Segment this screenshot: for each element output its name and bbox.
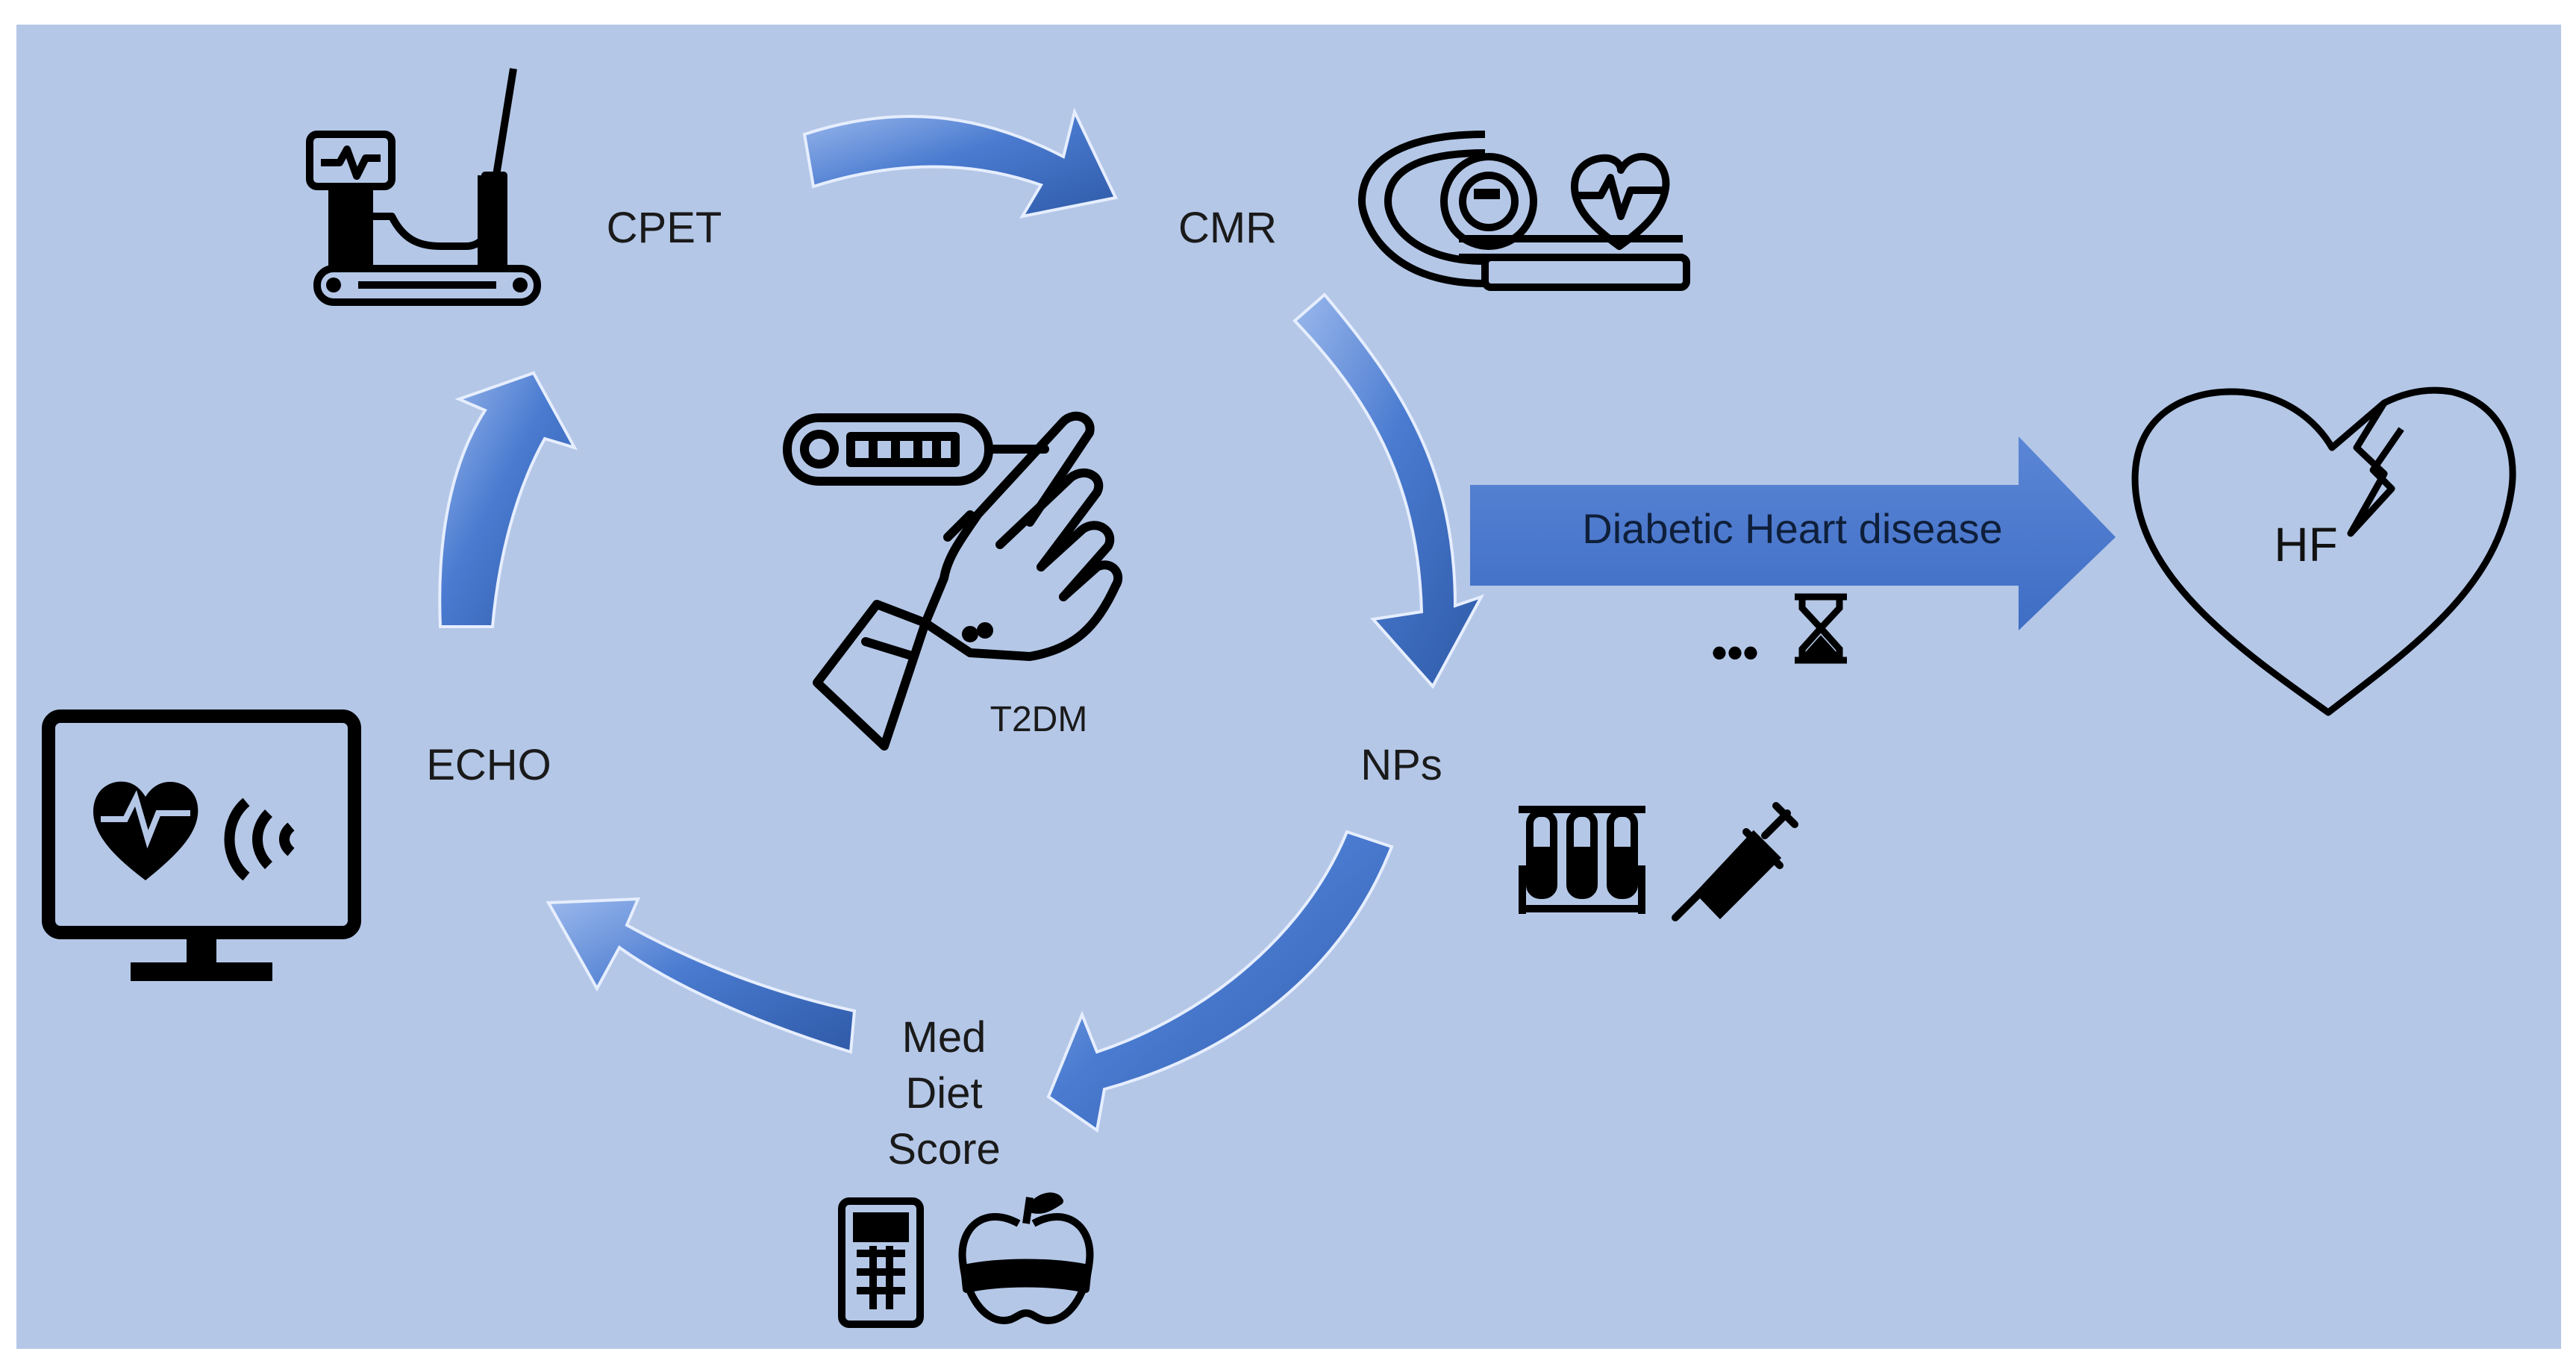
diabetic-heart-disease-label: Diabetic Heart disease bbox=[1582, 505, 2002, 552]
glucose-test-hand-icon bbox=[783, 411, 1123, 751]
syringe-icon bbox=[1672, 802, 1798, 921]
med-diet-label-line1: Med bbox=[902, 1013, 987, 1062]
echo-monitor-icon bbox=[42, 709, 361, 981]
heart-pulse-icon bbox=[1571, 153, 1670, 250]
cpet-label: CPET bbox=[607, 204, 722, 252]
ellipsis-text: ••• bbox=[1711, 627, 1758, 677]
cmr-label: CMR bbox=[1178, 204, 1277, 252]
treadmill-icon bbox=[306, 68, 541, 306]
progression-arrow bbox=[1470, 436, 2116, 630]
calculator-icon bbox=[838, 1197, 924, 1328]
cycle-arrow-meddiet-to-echo bbox=[545, 897, 857, 1054]
echo-label: ECHO bbox=[426, 741, 551, 789]
nps-label: NPs bbox=[1360, 741, 1442, 789]
broken-heart-icon bbox=[2131, 386, 2516, 716]
cycle-arrow-cpet-to-cmr bbox=[802, 107, 1118, 219]
apple-measure-icon bbox=[958, 1192, 1094, 1324]
hourglass-icon bbox=[1795, 593, 1847, 664]
test-tubes-icon bbox=[1519, 806, 1645, 914]
cycle-arrow-echo-to-cpet bbox=[438, 371, 578, 628]
hf-label: HF bbox=[2274, 518, 2337, 571]
mri-scanner-icon bbox=[1357, 131, 1690, 291]
med-diet-label-line2: Diet bbox=[905, 1069, 982, 1118]
cycle-arrow-nps-to-meddiet bbox=[1046, 830, 1394, 1133]
cycle-arrow-cmr-to-nps bbox=[1292, 292, 1485, 689]
med-diet-label-line3: Score bbox=[887, 1125, 1001, 1174]
t2dm-label: T2DM bbox=[990, 700, 1088, 739]
